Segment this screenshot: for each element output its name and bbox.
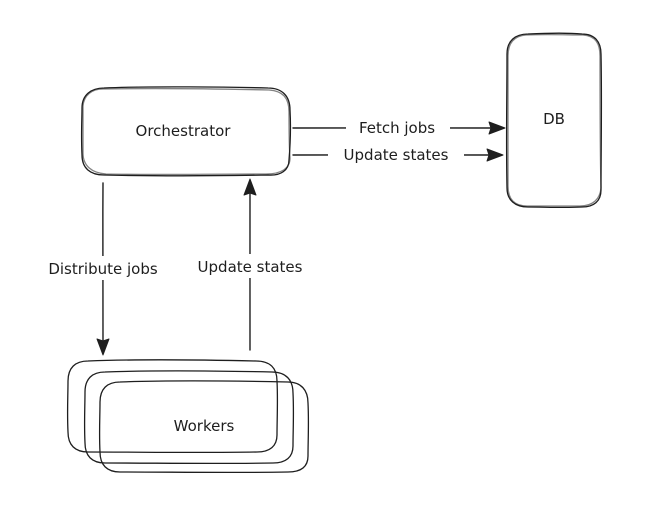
orchestrator-label: Orchestrator bbox=[136, 122, 232, 140]
edge-distribute-jobs: Distribute jobs bbox=[36, 182, 170, 356]
db-node[interactable]: DB bbox=[505, 32, 603, 209]
update-states-workers-arrowhead bbox=[243, 178, 257, 196]
edge-fetch-jobs: Fetch jobs bbox=[292, 116, 506, 138]
update-states-db-arrowhead bbox=[486, 148, 504, 162]
edge-update-states-db: Update states bbox=[292, 143, 504, 165]
workers-label: Workers bbox=[174, 417, 235, 435]
update-states-db-label: Update states bbox=[344, 146, 449, 164]
workers-node[interactable]: Workers bbox=[66, 359, 310, 474]
orchestrator-node[interactable]: Orchestrator bbox=[80, 86, 292, 177]
distribute-jobs-label: Distribute jobs bbox=[48, 260, 158, 278]
db-box bbox=[505, 32, 603, 209]
workers-box-middle bbox=[83, 370, 295, 465]
orchestrator-box bbox=[80, 86, 292, 177]
distribute-jobs-arrowhead bbox=[96, 338, 110, 356]
fetch-jobs-label: Fetch jobs bbox=[359, 119, 435, 137]
db-box-stroke2 bbox=[507, 33, 602, 207]
fetch-jobs-arrowhead bbox=[488, 121, 506, 135]
orchestrator-box-stroke2 bbox=[82, 87, 291, 176]
update-states-workers-label: Update states bbox=[198, 258, 303, 276]
edge-update-states-workers: Update states bbox=[182, 178, 318, 351]
db-label: DB bbox=[543, 110, 565, 128]
workers-box-front bbox=[98, 380, 310, 474]
workers-box-back bbox=[66, 359, 279, 454]
